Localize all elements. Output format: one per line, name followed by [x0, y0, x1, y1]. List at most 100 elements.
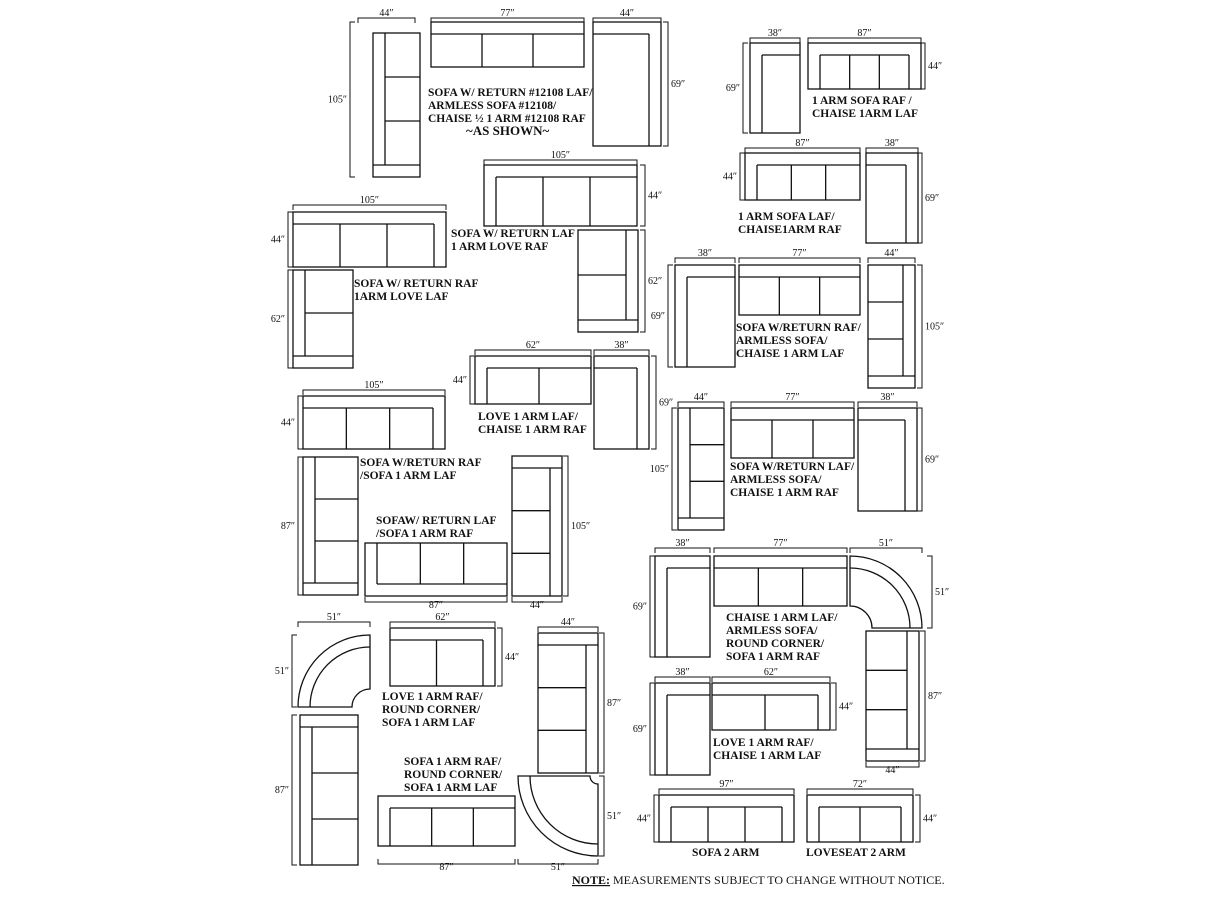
note-label: NOTE:: [572, 873, 610, 887]
configuration-caption: LOVE 1 ARM RAF/CHAISE 1 ARM LAF: [713, 737, 821, 762]
sectional-piece: [537, 632, 599, 774]
dimension-line: [742, 42, 748, 134]
dimension-line: [364, 597, 508, 603]
dimension-label: 51″: [275, 666, 289, 677]
caption-line: SOFA 1 ARM RAF/: [404, 756, 502, 768]
dimension-line: [292, 204, 447, 210]
round-corner-piece: [517, 775, 599, 857]
sectional-piece: [389, 627, 496, 687]
dimension-line: [667, 264, 673, 368]
dimension-label: 44″: [884, 248, 898, 259]
sectional-piece: [364, 542, 508, 597]
round-corner-back: [849, 567, 911, 629]
dimension-line: [389, 621, 496, 627]
dimension-label: 44″: [648, 191, 662, 202]
dimension-line: [497, 627, 503, 687]
sectional-piece: [658, 794, 795, 843]
sofa-one-arm-laf-2: [300, 726, 358, 865]
caption-line: ROUND CORNER/: [404, 769, 503, 781]
dimension-label: 69″: [671, 79, 685, 90]
dimension-label: 44″: [453, 375, 467, 386]
armless-sofa: [431, 33, 584, 67]
caption-line: 1 ARM LOVE RAF: [451, 241, 548, 253]
dimension-line: [653, 794, 659, 843]
dimension-label: 62″: [435, 612, 449, 623]
dimension-line: [917, 407, 923, 512]
dimension-label: 105″: [328, 95, 347, 106]
dimension-line: [291, 714, 297, 866]
dimension-label: 38″: [675, 667, 689, 678]
caption-line: 1 ARM SOFA RAF /: [812, 95, 912, 107]
dimension-label: 62″: [648, 276, 662, 287]
caption-line: SOFA W/ RETURN #12108 LAF/: [428, 87, 593, 99]
dimension-line: [291, 634, 297, 708]
dimension-line: [517, 859, 599, 865]
caption-line: 1ARM LOVE LAF: [354, 291, 449, 303]
dimension-line: [671, 407, 677, 531]
sectional-piece: [807, 42, 922, 90]
caption-line: CHAISE1ARM RAF: [738, 224, 842, 236]
dimension-line: [744, 147, 861, 153]
round-corner-piece: [849, 555, 923, 629]
caption-line: SOFA 1 ARM LAF: [382, 717, 475, 729]
dimension-line: [917, 152, 923, 244]
dimension-line: [357, 17, 416, 23]
dimension-label: 44″: [620, 8, 634, 19]
sectional-piece: [677, 407, 725, 531]
dimension-line: [730, 401, 855, 407]
dimension-line: [867, 257, 916, 263]
dimension-label: 87″: [795, 138, 809, 149]
dimension-line: [287, 269, 293, 369]
sofa-one-arm-raf: [376, 543, 507, 585]
dimension-label: 44″: [281, 418, 295, 429]
dimension-line: [806, 788, 914, 794]
armless-sofa-2: [739, 276, 860, 315]
configuration-caption: SOFA 2 ARM: [692, 847, 760, 859]
sectional-piece: [292, 211, 447, 268]
return-laf-2: [678, 408, 724, 519]
caption-line: SOFA 2 ARM: [692, 847, 760, 859]
dimension-label: 105″: [364, 380, 383, 391]
return-laf-3: [512, 467, 562, 596]
love-raf: [578, 230, 638, 321]
dimension-label: 44″: [723, 172, 737, 183]
sofa-return-raf-2: [303, 407, 434, 449]
sectional-piece: [654, 682, 711, 776]
configuration-caption: SOFAW/ RETURN LAF/SOFA 1 ARM RAF: [375, 515, 497, 540]
dimension-label: 44″: [271, 235, 285, 246]
dimension-label: 87″: [429, 600, 443, 611]
dimension-label: 44″: [379, 8, 393, 19]
caption-line: ARMLESS SOFA #12108/: [428, 100, 557, 112]
caption-line: SOFA W/RETURN RAF/: [736, 322, 862, 334]
dimension-label: 77″: [785, 392, 799, 403]
dimension-line: [474, 349, 592, 355]
dimension-label: 69″: [925, 455, 939, 466]
dimension-line: [920, 42, 926, 90]
dimension-label: 62″: [526, 340, 540, 351]
dimension-line: [674, 257, 736, 263]
sofa-two-arm: [670, 806, 783, 842]
dimension-label: 51″: [879, 538, 893, 549]
dimension-line: [599, 775, 605, 857]
dimension-label: 51″: [551, 862, 565, 873]
sofa-one-arm-raf-2: [866, 631, 919, 750]
dimension-label: 44″: [530, 600, 544, 611]
dimension-label: 38″: [675, 538, 689, 549]
dimension-line: [469, 355, 475, 405]
dimension-line: [377, 859, 516, 865]
dimension-line: [592, 17, 662, 23]
dimension-line: [749, 37, 801, 43]
dimension-label: 38″: [885, 138, 899, 149]
sectional-piece: [302, 456, 359, 596]
sectional-piece: [738, 264, 861, 316]
round-corner-piece: [297, 634, 371, 708]
dimension-label: 69″: [726, 83, 740, 94]
sectional-piece: [474, 355, 592, 405]
caption-line: ARMLESS SOFA/: [736, 335, 828, 347]
configuration-caption: SOFA 1 ARM RAF/ROUND CORNER/SOFA 1 ARM L…: [404, 756, 503, 794]
round-corner-back: [309, 646, 371, 708]
sectional-piece: [713, 555, 848, 607]
sectional-line-drawings: [287, 17, 933, 866]
caption-line: /SOFA 1 ARM RAF: [375, 528, 473, 540]
